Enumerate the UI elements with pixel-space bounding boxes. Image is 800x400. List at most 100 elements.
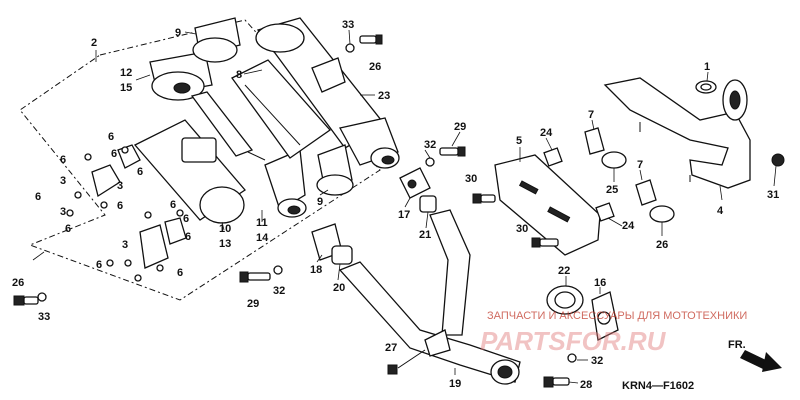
callout-33: 33	[38, 311, 50, 323]
collar-21[interactable]	[419, 195, 437, 213]
watermark-tagline: ЗАПЧАСТИ И АКСЕССУАРЫ ДЛЯ МОТОТЕХНИКИ	[487, 310, 747, 322]
callout-9: 9	[317, 196, 323, 208]
bolt-30-upper[interactable]	[472, 193, 496, 204]
front-direction-label: FR.	[728, 339, 746, 351]
washer-32-lower[interactable]	[273, 265, 283, 275]
callout-27: 27	[385, 342, 397, 354]
header-pipe-4[interactable]	[603, 77, 751, 189]
callout-6: 6	[117, 200, 123, 212]
callout-1: 1	[704, 61, 710, 73]
callout-23: 23	[378, 90, 390, 102]
callout-26: 26	[12, 277, 24, 289]
callout-5: 5	[516, 135, 522, 147]
callout-19: 19	[449, 378, 461, 390]
callout-7: 7	[588, 109, 594, 121]
callout-6: 6	[183, 213, 189, 225]
clamp-7-lower[interactable]	[635, 179, 657, 206]
callout-32: 32	[591, 355, 603, 367]
callout-6: 6	[108, 131, 114, 143]
callout-25: 25	[606, 184, 618, 196]
callout-6: 6	[35, 191, 41, 203]
clamp-24-upper[interactable]	[543, 147, 563, 167]
heat-shield-8[interactable]	[231, 59, 331, 159]
bolt-29-lower[interactable]	[239, 271, 271, 283]
muffler-end-cap-12[interactable]	[149, 51, 213, 101]
nut-31[interactable]	[771, 153, 785, 167]
callout-21: 21	[419, 229, 431, 241]
callout-31: 31	[767, 189, 779, 201]
callout-4: 4	[717, 205, 724, 217]
callout-7: 7	[637, 159, 643, 171]
callout-11: 11	[256, 217, 268, 229]
gasket-20[interactable]	[331, 245, 353, 265]
callout-28: 28	[580, 379, 592, 391]
end-cap-9-upper[interactable]	[192, 17, 241, 63]
callout-33: 33	[342, 19, 354, 31]
callout-15: 15	[120, 82, 132, 94]
callout-labels: 2 9 12 15 8 33 26 23 6 6 6 6 3 3 6 6 3 6…	[12, 19, 779, 391]
callout-29: 29	[247, 298, 259, 310]
callout-14: 14	[256, 232, 269, 244]
bracket-17[interactable]	[399, 167, 431, 199]
mounting-bracket-3-lower[interactable]	[139, 217, 187, 269]
bolt-30-lower[interactable]	[531, 237, 559, 248]
inner-pipe[interactable]	[190, 91, 254, 157]
middle-pipe-19[interactable]	[338, 209, 521, 385]
callout-24: 24	[540, 127, 553, 139]
band-26[interactable]	[649, 205, 675, 223]
callout-30: 30	[516, 223, 528, 235]
callout-29: 29	[454, 121, 466, 133]
front-direction-arrow-icon	[740, 350, 782, 372]
leader-lines	[32, 29, 777, 384]
bolt-28[interactable]	[543, 376, 570, 388]
watermark-brand: PARTSFOR.RU	[480, 326, 667, 356]
washer-32-bottom[interactable]	[567, 353, 577, 363]
clamp-7-upper[interactable]	[584, 127, 605, 155]
callout-10: 10	[219, 223, 231, 235]
clamp-24-lower[interactable]	[595, 202, 615, 222]
drawing-code: KRN4—F1602	[622, 380, 694, 392]
bolt-33-upper[interactable]	[345, 34, 383, 53]
collar-22[interactable]	[546, 285, 584, 315]
gasket-1[interactable]	[695, 80, 717, 94]
callout-8: 8	[236, 69, 242, 81]
callout-6: 6	[60, 154, 66, 166]
callout-6: 6	[137, 166, 143, 178]
screw-6-set[interactable]	[66, 146, 184, 282]
callout-3: 3	[117, 180, 123, 192]
callout-18: 18	[310, 264, 322, 276]
callout-6: 6	[65, 223, 71, 235]
callout-6: 6	[96, 259, 102, 271]
callout-26: 26	[656, 239, 668, 251]
muffler-body-10[interactable]	[133, 119, 246, 224]
callout-30: 30	[465, 173, 477, 185]
clamp-16[interactable]	[591, 291, 619, 341]
callout-13: 13	[219, 238, 231, 250]
callout-2: 2	[91, 37, 97, 49]
callout-6: 6	[111, 148, 117, 160]
callout-16: 16	[594, 277, 606, 289]
callout-22: 22	[558, 265, 570, 277]
callout-32: 32	[273, 285, 285, 297]
bolt-29-upper[interactable]	[439, 146, 466, 157]
callout-24: 24	[622, 220, 635, 232]
callout-20: 20	[333, 282, 345, 294]
callout-6: 6	[170, 199, 176, 211]
callout-12: 12	[120, 67, 132, 79]
callout-32: 32	[424, 139, 436, 151]
band-25[interactable]	[601, 151, 627, 169]
callout-17: 17	[398, 209, 410, 221]
tail-pipe-11[interactable]	[247, 149, 307, 218]
bolt-27[interactable]	[387, 349, 426, 375]
callout-3: 3	[122, 239, 128, 251]
callout-9: 9	[175, 27, 181, 39]
main-muffler-23[interactable]	[255, 17, 400, 169]
callout-6: 6	[185, 231, 191, 243]
heat-shield-5[interactable]	[494, 154, 601, 256]
callout-26: 26	[369, 61, 381, 73]
end-cap-9-lower[interactable]	[316, 144, 354, 196]
washer-32-upper[interactable]	[425, 157, 435, 167]
bolt-26-lower[interactable]	[13, 292, 47, 306]
callout-3: 3	[60, 206, 66, 218]
